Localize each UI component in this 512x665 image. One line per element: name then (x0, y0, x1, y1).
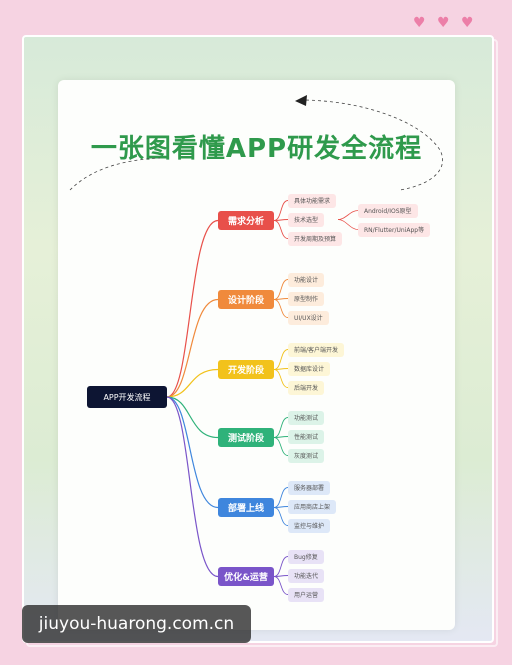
connector-line (273, 437, 289, 456)
heart-icon: ♥ (461, 15, 474, 31)
stage-node: 测试阶段 (218, 428, 274, 447)
connector-line (166, 368, 219, 398)
mindmap-card (58, 80, 455, 630)
leaf-node: 监控与维护 (288, 518, 331, 533)
leaf-node: 后端开发 (288, 380, 325, 395)
leaf-node: 用户运营 (288, 587, 325, 602)
connector-line (273, 576, 289, 595)
heart-icon: ♥ (413, 15, 426, 31)
connector-line (273, 507, 289, 526)
root-node: APP开发流程 (87, 386, 167, 408)
heart-icon: ♥ (437, 15, 450, 31)
leaf-node: 服务器部署 (288, 480, 331, 495)
leaf-node: 灰度测试 (288, 448, 325, 463)
stage-node: 设计阶段 (218, 290, 274, 309)
stage-node: 需求分析 (218, 211, 274, 230)
leaf-node: 前端/客户端开发 (288, 342, 345, 357)
leaf-node: 功能测试 (288, 410, 325, 425)
connector-line (273, 369, 289, 388)
dashed-arc (299, 99, 443, 191)
leaf-node: UI/UX设计 (288, 310, 329, 325)
connector-line (337, 219, 359, 230)
stage-node: 开发阶段 (218, 360, 274, 379)
connector-line (273, 299, 289, 318)
sub-leaf-node: RN/Flutter/UniApp等 (358, 222, 431, 237)
connector-line (273, 200, 289, 221)
stage-node: 优化&运营 (218, 567, 274, 586)
leaf-node: 具体功能需求 (288, 193, 337, 208)
connector-line (166, 396, 219, 509)
connector-line (337, 210, 359, 220)
sub-leaf-node: Android/IOS原型 (358, 203, 418, 218)
leaf-node: 功能设计 (288, 272, 325, 287)
leaf-node: Bug修复 (288, 549, 324, 564)
connector-line (166, 396, 219, 439)
leaf-node: 数据库设计 (288, 361, 331, 376)
connector-line (166, 219, 219, 398)
dashed-arc (69, 157, 161, 191)
connector-line (273, 349, 289, 370)
connector-line (273, 417, 289, 438)
connector-line (273, 279, 289, 300)
page-title: 一张图看懂APP研发全流程 (90, 134, 423, 164)
connector-line (273, 220, 289, 239)
leaf-node: 应用商店上架 (288, 499, 337, 514)
leaf-node: 技术选型 (288, 212, 325, 227)
leaf-node: 功能迭代 (288, 568, 325, 583)
leaf-node: 原型制作 (288, 291, 325, 306)
leaf-node: 性能测试 (288, 429, 325, 444)
stage-node: 部署上线 (218, 498, 274, 517)
leaf-node: 开发周期及预算 (288, 231, 343, 246)
watermark: jiuyou-huarong.com.cn (22, 605, 251, 643)
connector-line (166, 396, 219, 578)
connector-line (273, 487, 289, 508)
connector-line (166, 298, 219, 398)
connector-line (273, 556, 289, 577)
arrow-icon (295, 95, 307, 106)
